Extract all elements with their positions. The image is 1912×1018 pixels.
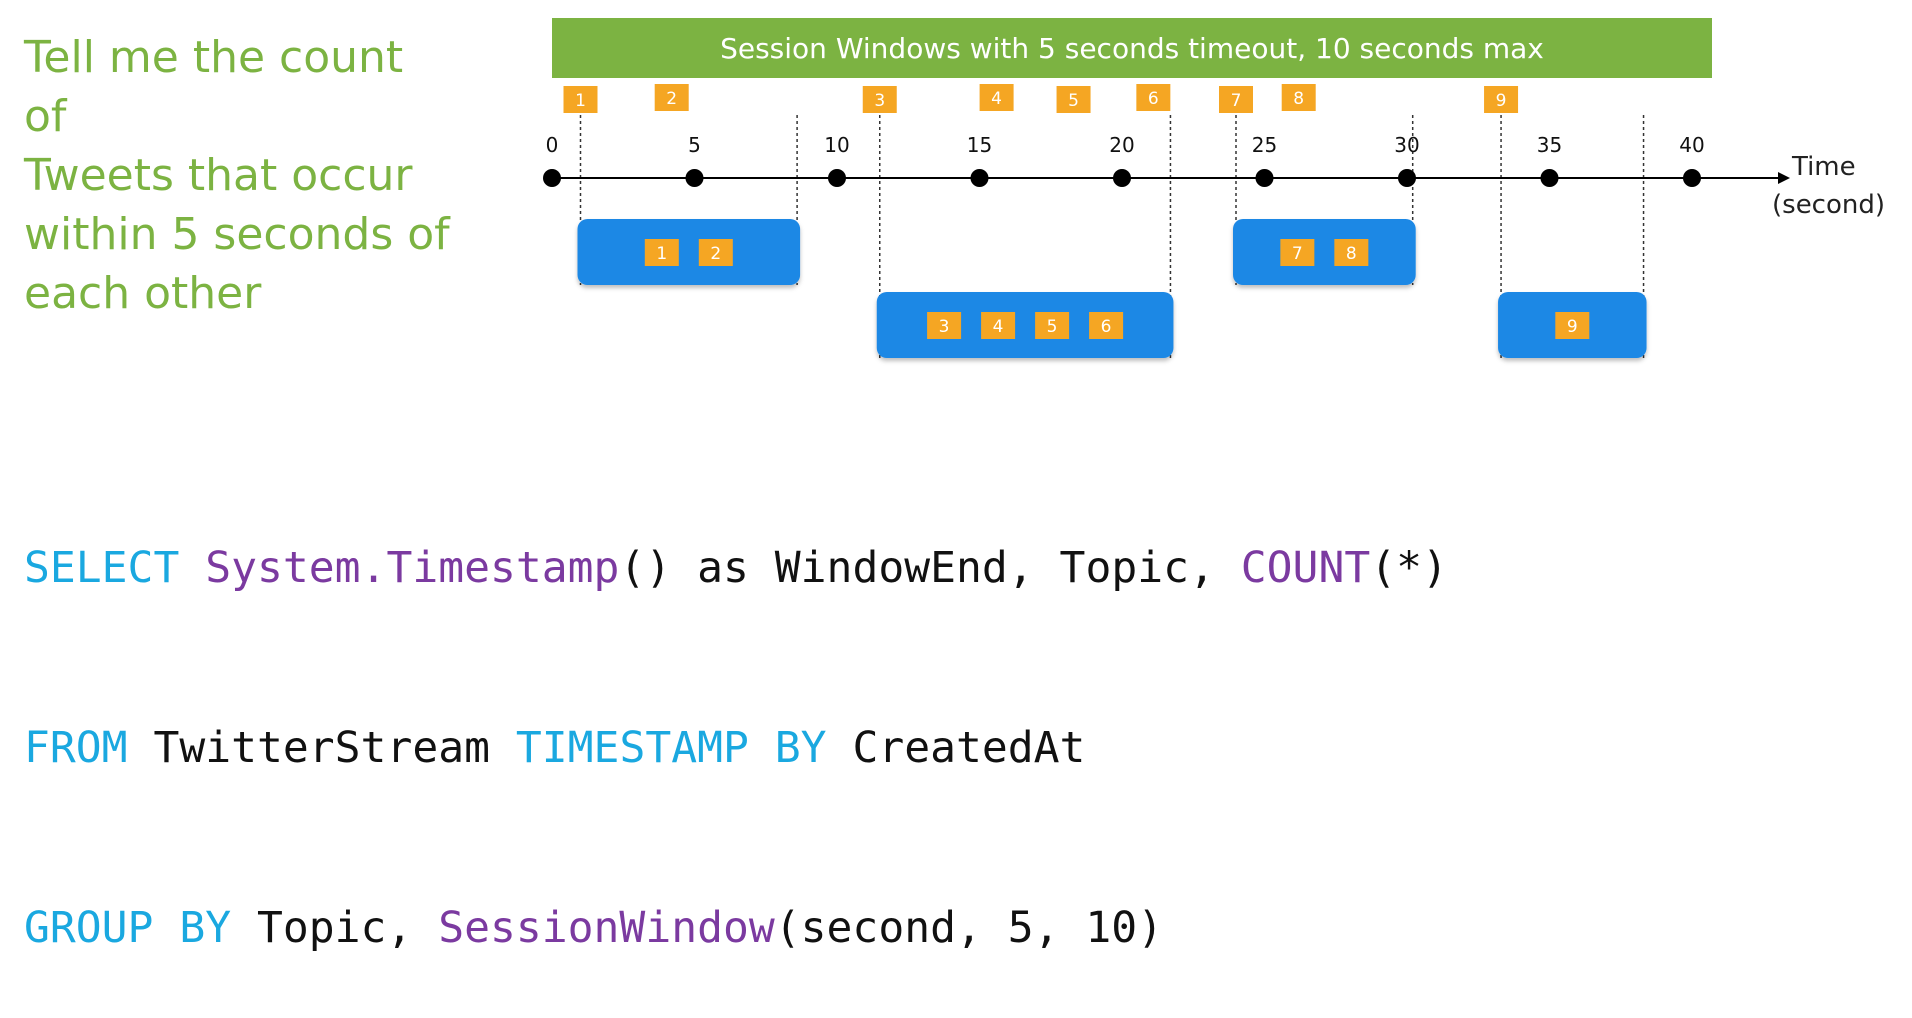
tick-label: 20 bbox=[1109, 133, 1134, 157]
keyword-timestamp-by: TIMESTAMP BY bbox=[515, 723, 827, 773]
function-timestamp: System.Timestamp bbox=[205, 543, 620, 593]
question-text: Tell me the count of Tweets that occur w… bbox=[24, 32, 450, 319]
event-marker: 3 bbox=[862, 86, 897, 113]
banner bbox=[552, 18, 1712, 78]
tick-label: 10 bbox=[824, 133, 849, 157]
event-label: 5 bbox=[1068, 91, 1079, 111]
tick-label: 40 bbox=[1679, 133, 1704, 157]
event-marker: 9 bbox=[1484, 86, 1519, 113]
tick-dot bbox=[1255, 169, 1274, 187]
window-event bbox=[1334, 239, 1369, 266]
tick-dot bbox=[970, 169, 989, 187]
event-marker: 8 bbox=[1281, 84, 1316, 111]
session-window: 3 4 5 6 bbox=[876, 292, 1174, 358]
window-event-label: 1 bbox=[656, 244, 667, 264]
window-event-label: 8 bbox=[1346, 244, 1357, 264]
function-count: COUNT bbox=[1240, 543, 1371, 593]
event-marker: 5 bbox=[1056, 86, 1091, 113]
window-event bbox=[981, 312, 1016, 339]
tick-label: 35 bbox=[1537, 133, 1562, 157]
query-line-2: FROM TwitterStream TIMESTAMP BY CreatedA… bbox=[24, 718, 1448, 778]
tick-dot bbox=[685, 169, 704, 187]
axis-arrowhead bbox=[1778, 172, 1790, 184]
event-marker: 2 bbox=[654, 84, 689, 111]
event-marker: 7 bbox=[1219, 86, 1253, 113]
session-window-args: (second, 5, 10) bbox=[774, 903, 1164, 953]
query-line-3: GROUP BY Topic, SessionWindow(second, 5,… bbox=[24, 898, 1448, 958]
event-marker: 4 bbox=[979, 84, 1014, 111]
window-event-label: 3 bbox=[939, 317, 950, 337]
tick-label: 5 bbox=[688, 133, 701, 157]
window-event bbox=[1280, 239, 1315, 266]
window-event-label: 7 bbox=[1292, 244, 1303, 264]
tick-label: 30 bbox=[1394, 133, 1419, 157]
event-label: 4 bbox=[991, 89, 1002, 109]
event-label: 8 bbox=[1293, 89, 1304, 109]
event-label: 7 bbox=[1231, 91, 1242, 111]
query-code: SELECT System.Timestamp() as WindowEnd, … bbox=[24, 418, 1448, 1018]
event-label: 2 bbox=[666, 89, 677, 109]
event-label: 1 bbox=[575, 91, 586, 111]
axis-label-unit: (second) bbox=[1772, 190, 1885, 220]
session-window: 9 bbox=[1498, 292, 1647, 358]
window-event bbox=[644, 239, 679, 266]
timestamp-column: CreatedAt bbox=[826, 723, 1086, 773]
tick-dot bbox=[1398, 169, 1416, 187]
event-label: 9 bbox=[1496, 91, 1507, 111]
tick-dot bbox=[828, 169, 846, 187]
window-event-label: 5 bbox=[1047, 317, 1058, 337]
tick-label: 15 bbox=[967, 133, 992, 157]
axis-label-time: Time bbox=[1791, 152, 1856, 182]
tick-dot bbox=[1683, 169, 1701, 187]
window-event-label: 9 bbox=[1567, 317, 1578, 337]
count-args: (*) bbox=[1370, 543, 1448, 593]
tick-dot bbox=[543, 169, 561, 187]
tick-dot bbox=[1113, 169, 1131, 187]
window-event-label: 2 bbox=[710, 244, 721, 264]
window-event bbox=[927, 312, 962, 339]
window-event bbox=[1089, 312, 1124, 339]
window-event bbox=[698, 239, 733, 266]
event-label: 6 bbox=[1148, 89, 1159, 109]
function-session-window: SessionWindow bbox=[438, 903, 775, 953]
window-event bbox=[1555, 312, 1590, 339]
tick-label: 0 bbox=[546, 133, 559, 157]
tick-dot bbox=[1540, 169, 1559, 187]
tick-label: 25 bbox=[1252, 133, 1277, 157]
session-window-diagram: Session Windows with 5 seconds timeout, … bbox=[543, 18, 1885, 358]
event-marker: 1 bbox=[563, 86, 598, 113]
banner-title: Session Windows with 5 seconds timeout, … bbox=[720, 32, 1544, 65]
event-marker: 6 bbox=[1136, 84, 1171, 111]
window-event-label: 4 bbox=[993, 317, 1004, 337]
keyword-select: SELECT bbox=[24, 543, 180, 593]
keyword-from: FROM bbox=[24, 723, 128, 773]
query-line-1: SELECT System.Timestamp() as WindowEnd, … bbox=[24, 538, 1448, 598]
select-list: () as WindowEnd, Topic, bbox=[619, 543, 1241, 593]
window-event bbox=[1035, 312, 1070, 339]
group-column: Topic, bbox=[231, 903, 439, 953]
event-label: 3 bbox=[874, 91, 885, 111]
stream-name: TwitterStream bbox=[127, 723, 516, 773]
keyword-group-by: GROUP BY bbox=[24, 903, 232, 953]
window-event-label: 6 bbox=[1101, 317, 1112, 337]
